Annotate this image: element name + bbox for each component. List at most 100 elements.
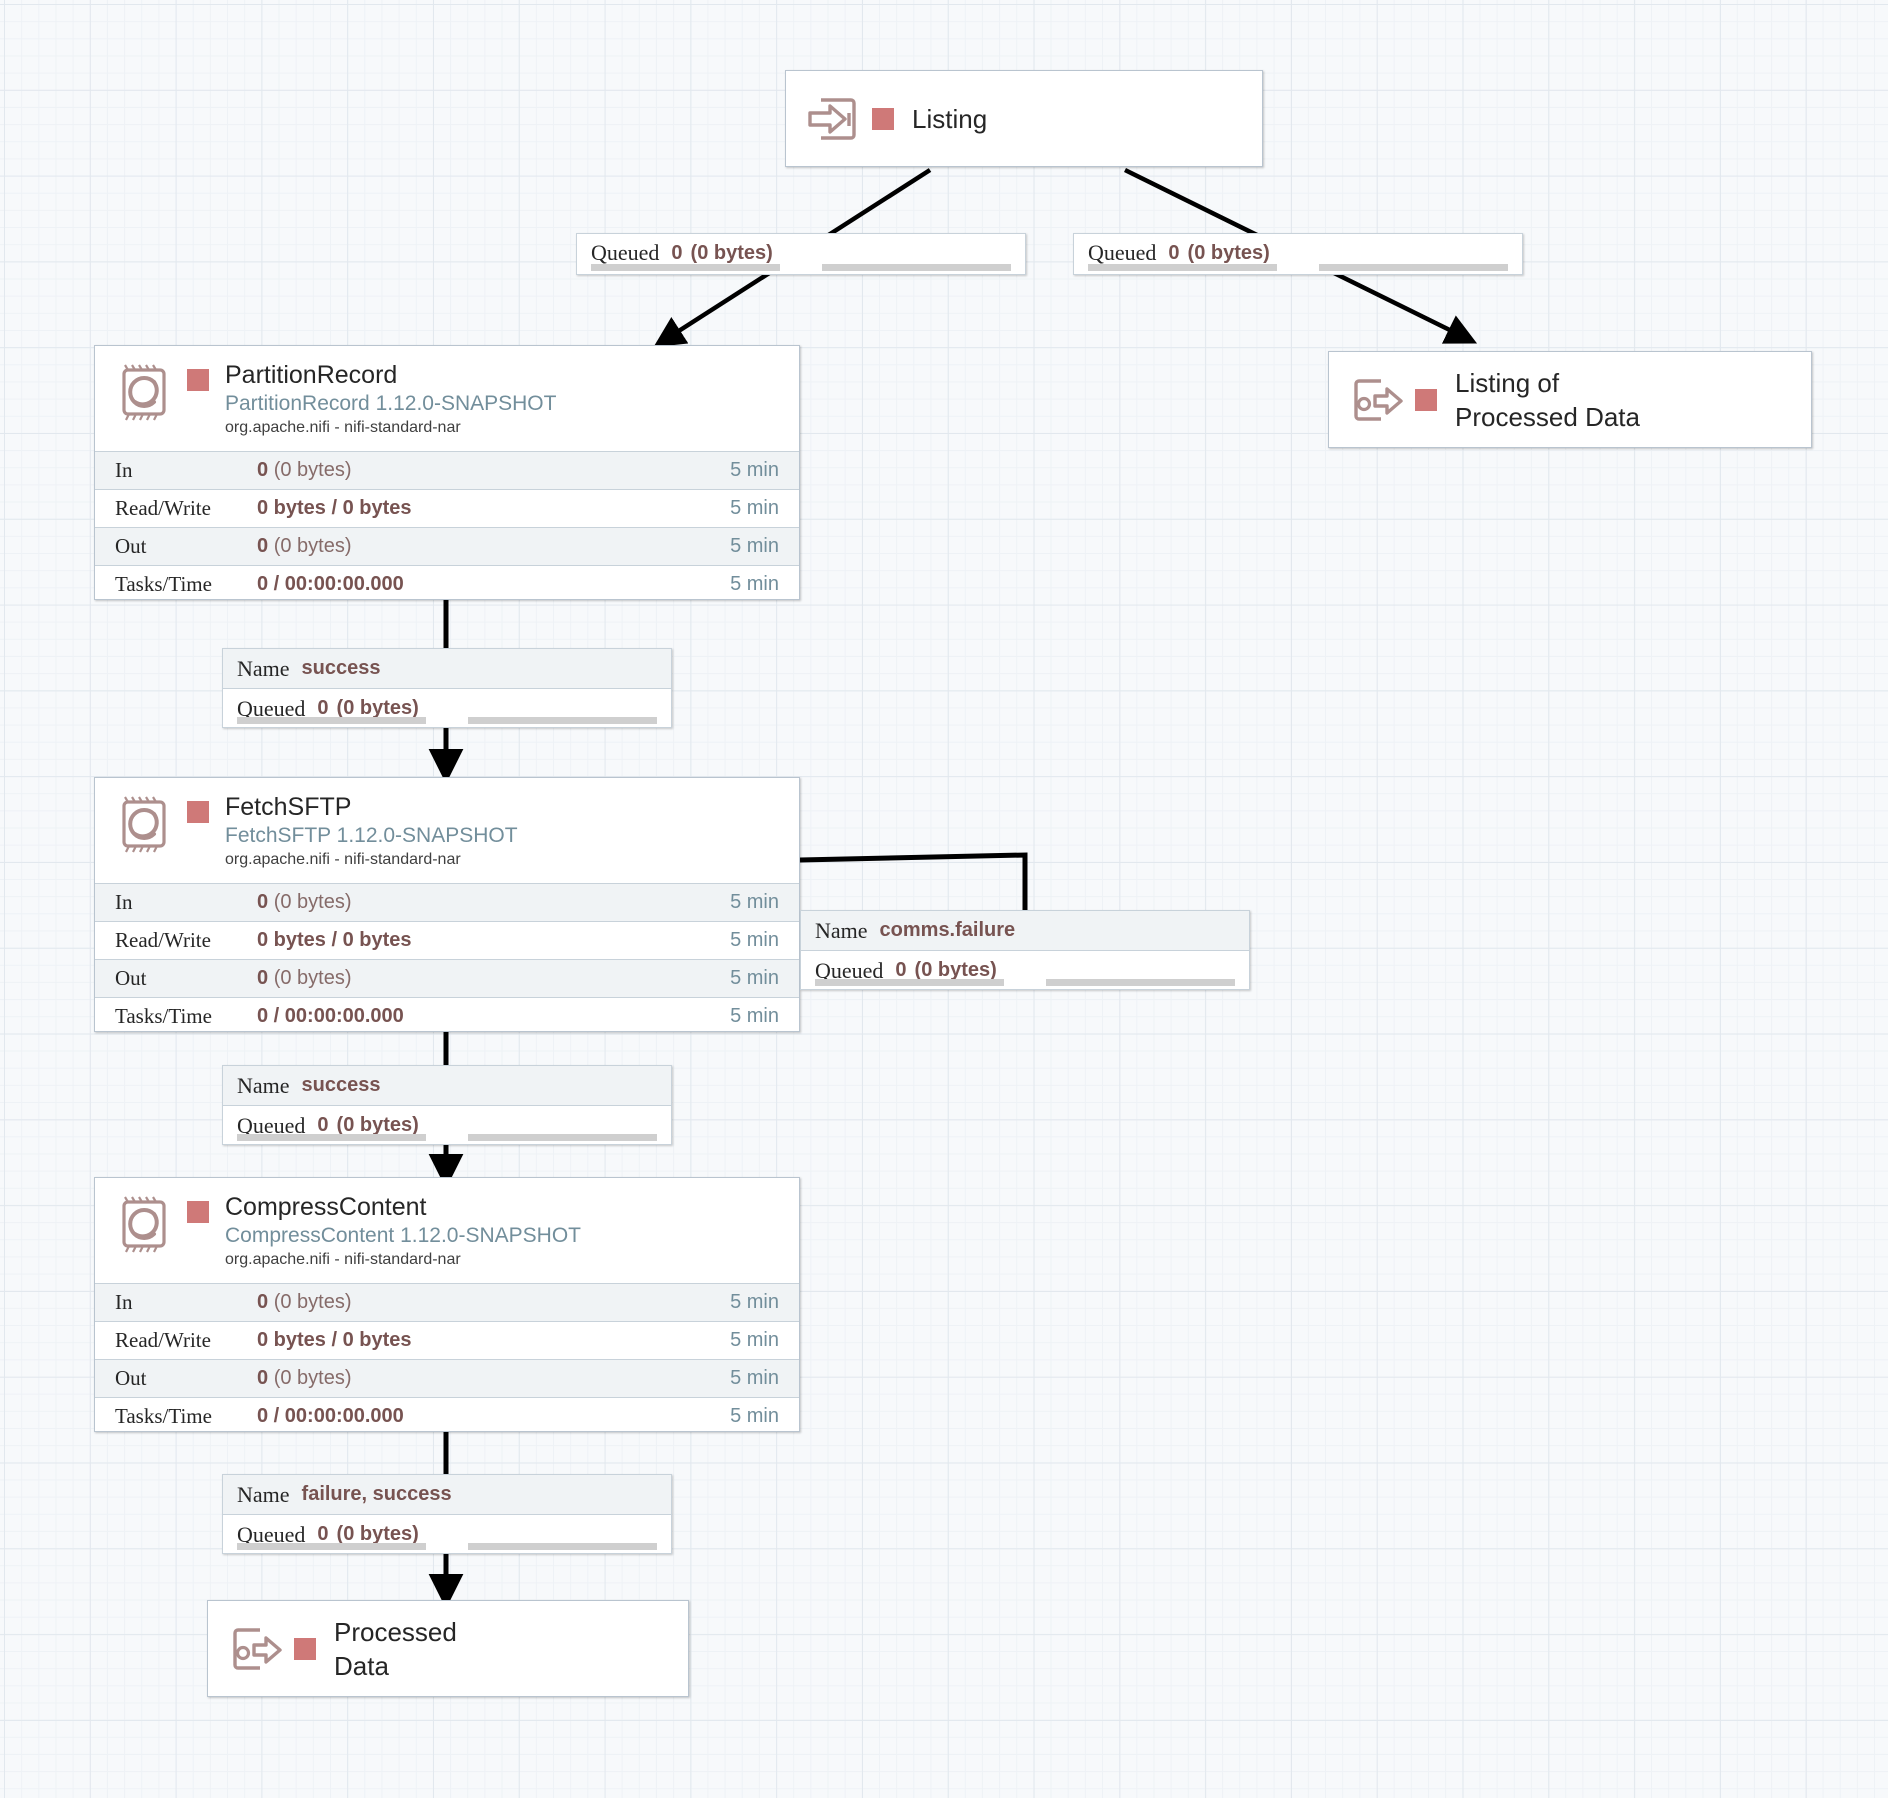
stat-row: Out 0 (0 bytes) 5 min	[95, 960, 799, 998]
connection-name-key: Name	[237, 1072, 290, 1098]
stat-value: 0 bytes / 0 bytes	[257, 929, 412, 951]
stat-time-range: 5 min	[730, 459, 779, 481]
connection-queued-key: Queued	[237, 695, 306, 721]
connection-name-key: Name	[237, 655, 290, 681]
processor-type: FetchSFTP 1.12.0-SNAPSHOT	[225, 824, 518, 847]
processor-header: FetchSFTP FetchSFTP 1.12.0-SNAPSHOT org.…	[95, 778, 799, 883]
run-status-indicator	[294, 1637, 316, 1660]
connection-queued-value: 0	[317, 1523, 329, 1545]
queue-size-bar	[1319, 264, 1508, 271]
connection-queue-bars	[237, 1134, 657, 1141]
connection-compresscontent-failure-success[interactable]: Name failure, success Queued 0 (0 bytes)	[222, 1474, 672, 1554]
stat-row: Out 0 (0 bytes) 5 min	[95, 1360, 799, 1398]
connection-queued-key: Queued	[815, 957, 884, 983]
connection-queued-key: Queued	[237, 1521, 306, 1547]
stat-label: Read/Write	[115, 928, 211, 952]
stat-label: Out	[115, 966, 147, 990]
connection-queued-value: 0	[671, 241, 683, 264]
stat-row: In 0 (0 bytes) 5 min	[95, 452, 799, 490]
connection-queued-detail: (0 bytes)	[336, 1523, 419, 1545]
input-port-label: Listing	[912, 103, 988, 134]
stat-label: Read/Write	[115, 496, 211, 520]
stat-time-range: 5 min	[730, 1005, 779, 1027]
stat-row: Tasks/Time 0 / 00:00:00.000 5 min	[95, 1398, 799, 1435]
stat-row: Out 0 (0 bytes) 5 min	[95, 528, 799, 566]
connection-name-row: Name success	[223, 1066, 671, 1106]
stat-time-range: 5 min	[730, 1329, 779, 1351]
processor-icon	[113, 363, 175, 425]
stat-label: Out	[115, 534, 147, 558]
processor-text-block: FetchSFTP FetchSFTP 1.12.0-SNAPSHOT org.…	[225, 792, 518, 871]
processor-bundle: org.apache.nifi - nifi-standard-nar	[225, 419, 461, 436]
stat-label: Out	[115, 1366, 147, 1390]
connection-name-value: success	[301, 657, 381, 679]
processor-stats: In 0 (0 bytes) 5 min Read/Write 0 bytes …	[95, 1283, 799, 1435]
processor-text-block: PartitionRecord PartitionRecord 1.12.0-S…	[225, 360, 556, 439]
stat-row: Read/Write 0 bytes / 0 bytes 5 min	[95, 922, 799, 960]
stat-value: 0 (0 bytes)	[257, 1367, 352, 1389]
connection-listing-to-listing-of-processed-data[interactable]: Queued 0 (0 bytes)	[1073, 233, 1523, 275]
stat-value: 0 (0 bytes)	[257, 891, 352, 913]
processor-name: CompressContent	[225, 1193, 427, 1221]
run-status-indicator	[187, 1201, 209, 1223]
processor-text-block: CompressContent CompressContent 1.12.0-S…	[225, 1192, 581, 1271]
processor-partitionrecord[interactable]: PartitionRecord PartitionRecord 1.12.0-S…	[94, 345, 800, 600]
connection-queue-bars	[237, 1543, 657, 1550]
connection-queued-value: 0	[895, 959, 907, 981]
connection-fetchsftp-comms-failure[interactable]: Name comms.failure Queued 0 (0 bytes)	[800, 910, 1250, 990]
stat-value: 0 / 00:00:00.000	[257, 1005, 404, 1027]
queue-size-bar	[822, 264, 1011, 271]
queue-size-bar	[468, 1543, 657, 1550]
queue-count-bar	[591, 264, 780, 271]
connection-queue-bars	[237, 717, 657, 724]
connection-queued-detail: (0 bytes)	[336, 697, 419, 719]
stat-value: 0 / 00:00:00.000	[257, 573, 404, 595]
stat-time-range: 5 min	[730, 1291, 779, 1313]
output-port-processed-data[interactable]: Processed Data	[207, 1600, 689, 1697]
queue-size-bar	[1046, 979, 1235, 986]
connection-queue-bars	[1088, 264, 1508, 271]
stat-row: In 0 (0 bytes) 5 min	[95, 884, 799, 922]
stat-value: 0 (0 bytes)	[257, 1291, 352, 1313]
stat-label: In	[115, 890, 133, 914]
processor-bundle: org.apache.nifi - nifi-standard-nar	[225, 851, 461, 868]
processor-fetchsftp[interactable]: FetchSFTP FetchSFTP 1.12.0-SNAPSHOT org.…	[94, 777, 800, 1032]
stat-time-range: 5 min	[730, 967, 779, 989]
connection-name-value: comms.failure	[879, 919, 1016, 941]
stat-time-range: 5 min	[730, 1367, 779, 1389]
stat-time-range: 5 min	[730, 1405, 779, 1427]
connection-listing-to-partitionrecord[interactable]: Queued 0 (0 bytes)	[576, 233, 1026, 275]
connection-queued-detail: (0 bytes)	[914, 959, 997, 981]
queue-count-bar	[237, 717, 426, 724]
queue-count-bar	[237, 1134, 426, 1141]
stat-value: 0 (0 bytes)	[257, 459, 352, 481]
connection-queued-key: Queued	[1088, 240, 1157, 265]
connection-name-row: Name failure, success	[223, 1475, 671, 1515]
connection-queued-detail: (0 bytes)	[690, 241, 773, 264]
connection-fetchsftp-success[interactable]: Name success Queued 0 (0 bytes)	[222, 1065, 672, 1145]
connection-queued-row: Queued 0 (0 bytes)	[223, 689, 671, 728]
queue-count-bar	[815, 979, 1004, 986]
processor-name: PartitionRecord	[225, 361, 398, 389]
connection-name-row: Name success	[223, 649, 671, 689]
stat-label: Tasks/Time	[115, 1404, 212, 1428]
connection-name-row: Name comms.failure	[801, 911, 1249, 951]
processor-type: PartitionRecord 1.12.0-SNAPSHOT	[225, 392, 557, 415]
stat-time-range: 5 min	[730, 535, 779, 557]
output-port-icon	[226, 1623, 284, 1675]
connection-partitionrecord-success[interactable]: Name success Queued 0 (0 bytes)	[222, 648, 672, 728]
stat-row: Read/Write 0 bytes / 0 bytes 5 min	[95, 490, 799, 528]
input-port-listing[interactable]: Listing	[785, 70, 1263, 167]
processor-compresscontent[interactable]: CompressContent CompressContent 1.12.0-S…	[94, 1177, 800, 1432]
connection-queued-value: 0	[317, 697, 329, 719]
queue-count-bar	[1088, 264, 1277, 271]
processor-icon	[113, 1195, 175, 1257]
connection-queued-key: Queued	[591, 240, 660, 265]
stat-value: 0 (0 bytes)	[257, 535, 352, 557]
output-port-listing-of-processed-data[interactable]: Listing of Processed Data	[1328, 351, 1812, 448]
stat-value: 0 / 00:00:00.000	[257, 1405, 404, 1427]
connection-queue-bars	[815, 979, 1235, 986]
run-status-indicator	[187, 369, 209, 391]
input-port-icon	[804, 93, 862, 145]
